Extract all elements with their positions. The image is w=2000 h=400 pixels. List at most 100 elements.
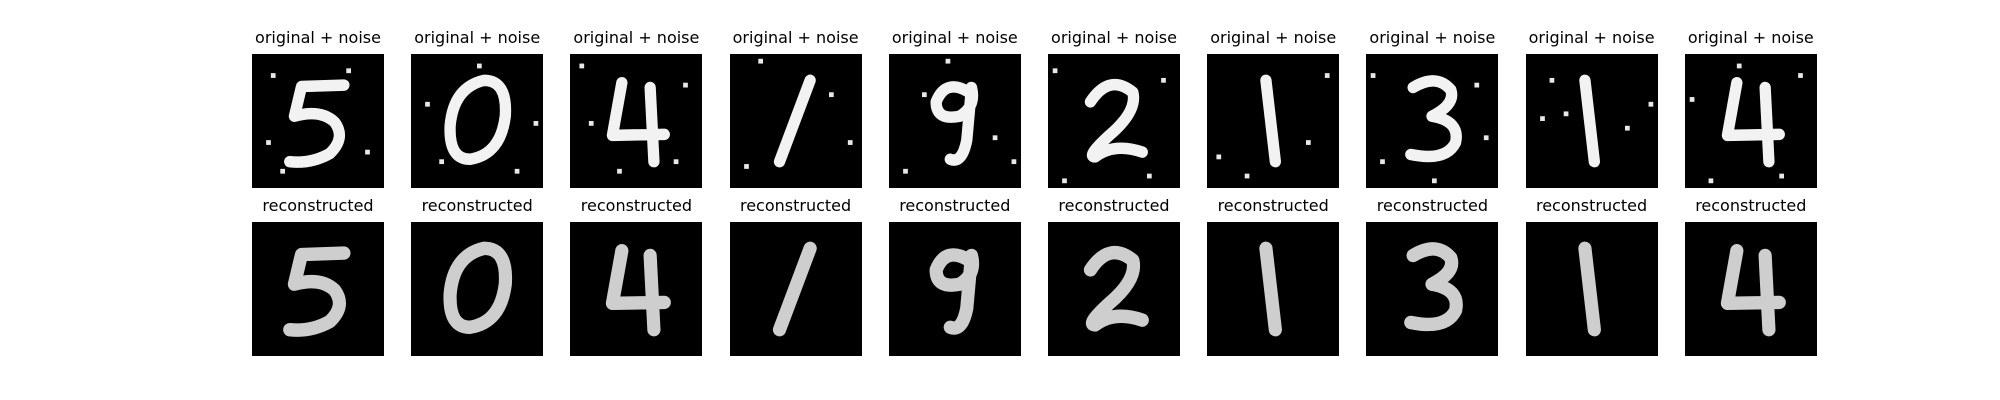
- digit-stroke: [606, 244, 672, 337]
- panel-title: reconstructed: [1217, 196, 1329, 215]
- noise-pixel: [1474, 82, 1480, 88]
- panel-title: original + noise: [1528, 28, 1655, 47]
- noise-pixel: [1161, 77, 1166, 83]
- panel-title: original + noise: [1687, 28, 1814, 47]
- digit-stroke: [1259, 241, 1283, 337]
- noise-pixel: [425, 101, 431, 107]
- panel-title: original + noise: [573, 28, 700, 47]
- noise-pixel: [1216, 154, 1222, 160]
- digit-stroke: [607, 76, 671, 168]
- noise-pixel: [674, 159, 679, 165]
- noise-pixel: [365, 149, 370, 155]
- noise-pixel: [1306, 140, 1311, 145]
- panel-title: reconstructed: [580, 196, 692, 215]
- image-background: [411, 54, 544, 188]
- digit-stroke: [1405, 75, 1463, 163]
- digit-image: [1366, 54, 1499, 188]
- noise-pixel: [847, 140, 853, 145]
- digit-stroke: [929, 248, 979, 335]
- noise-pixel: [346, 68, 351, 74]
- noise-pixel: [266, 140, 271, 145]
- noise-pixel: [902, 168, 908, 174]
- noise-pixel: [1052, 68, 1058, 74]
- digit-image: [1684, 222, 1817, 356]
- digit-image: [1048, 54, 1180, 188]
- image-background: [1684, 222, 1817, 356]
- panel-title: reconstructed: [1695, 196, 1807, 215]
- noise-pixel: [1708, 178, 1714, 184]
- noise-pixel: [1689, 97, 1695, 102]
- panel-title: reconstructed: [899, 196, 1011, 215]
- digit-image: [1366, 222, 1499, 356]
- digit-stroke: [1404, 242, 1464, 332]
- noise-pixel: [270, 73, 276, 78]
- noise-pixel: [683, 82, 689, 88]
- noise-pixel: [1779, 173, 1784, 179]
- digit-stroke: [444, 74, 512, 166]
- noise-pixel: [439, 159, 445, 165]
- panel-title: reconstructed: [1058, 196, 1170, 215]
- digit-image: [1207, 222, 1340, 356]
- noise-pixel: [1371, 73, 1376, 78]
- digit-image: [1048, 222, 1180, 356]
- digit-stroke: [443, 241, 513, 334]
- noise-pixel: [1244, 173, 1250, 179]
- digit-stroke: [1721, 76, 1785, 168]
- digit-stroke: [283, 246, 351, 337]
- noise-pixel: [1624, 125, 1630, 131]
- panel-title: reconstructed: [1376, 196, 1488, 215]
- panel-title: reconstructed: [262, 196, 374, 215]
- image-background: [1048, 222, 1180, 356]
- noise-pixel: [1432, 178, 1438, 184]
- digit-image: [729, 54, 862, 188]
- panel-title: original + noise: [255, 28, 381, 47]
- noise-pixel: [533, 121, 539, 126]
- digit-image: [411, 54, 544, 188]
- noise-pixel: [1011, 159, 1017, 165]
- noise-pixel: [1484, 135, 1489, 141]
- noise-pixel: [1539, 116, 1545, 121]
- panel-title: original + noise: [1051, 28, 1177, 47]
- digit-image: [888, 222, 1021, 356]
- image-background: [1684, 54, 1817, 188]
- digit-stroke: [1720, 244, 1786, 337]
- noise-pixel: [743, 164, 749, 169]
- noise-pixel: [992, 135, 998, 141]
- noise-pixel: [757, 58, 763, 64]
- noise-pixel: [579, 63, 585, 69]
- noise-pixel: [1797, 73, 1803, 78]
- digit-stroke: [1578, 74, 1600, 168]
- noise-pixel: [1147, 173, 1152, 179]
- noise-pixel: [1736, 63, 1742, 69]
- panel-title: original + noise: [1369, 28, 1496, 47]
- noise-pixel: [589, 121, 594, 126]
- noise-pixel: [1325, 73, 1330, 78]
- noise-pixel: [1648, 101, 1653, 107]
- digit-stroke: [284, 79, 350, 168]
- noise-pixel: [477, 63, 482, 69]
- digit-image: [570, 222, 703, 356]
- noise-pixel: [617, 168, 623, 174]
- noise-pixel: [514, 168, 520, 174]
- panel-title: original + noise: [414, 28, 541, 47]
- digit-image: [888, 54, 1021, 188]
- digit-image: [729, 222, 862, 356]
- digit-stroke: [773, 74, 816, 168]
- digit-stroke: [1260, 74, 1282, 168]
- noise-pixel: [921, 92, 927, 98]
- noise-pixel: [1380, 159, 1386, 165]
- noise-pixel: [945, 58, 951, 64]
- image-background: [1048, 54, 1180, 188]
- noise-pixel: [828, 92, 834, 98]
- digit-image: [411, 222, 544, 356]
- panel-title: reconstructed: [739, 196, 852, 215]
- panel-title: reconstructed: [421, 196, 533, 215]
- panel-title: original + noise: [1210, 28, 1337, 47]
- digit-stroke: [930, 81, 978, 166]
- image-background: [411, 222, 544, 356]
- noise-pixel: [1563, 111, 1569, 117]
- image-background: [570, 222, 703, 356]
- digit-image: [1684, 54, 1817, 188]
- panel-title: original + noise: [891, 28, 1018, 47]
